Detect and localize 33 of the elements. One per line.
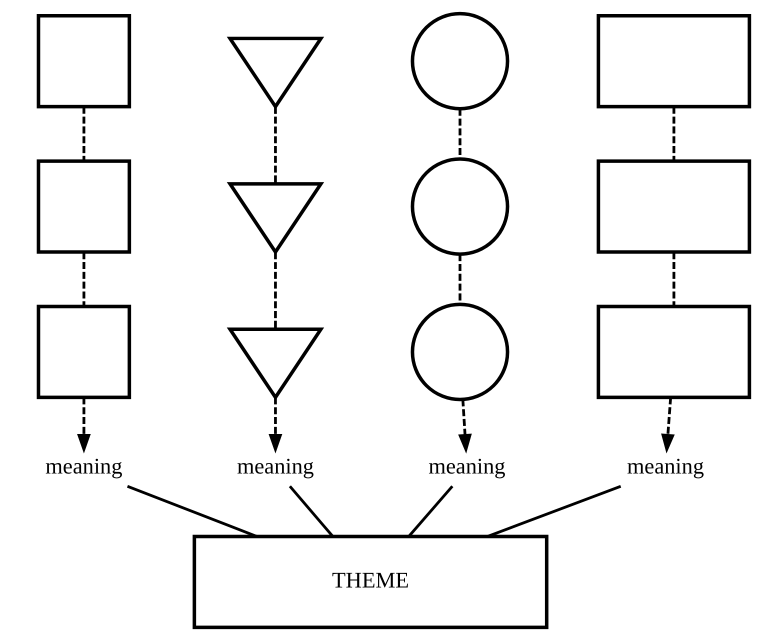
node-box bbox=[596, 159, 751, 254]
connector bbox=[672, 106, 675, 161]
node-circle bbox=[410, 157, 509, 256]
connector bbox=[408, 485, 453, 537]
node-box: THEME bbox=[192, 534, 548, 630]
connector bbox=[126, 484, 257, 538]
arrow bbox=[458, 399, 472, 454]
node-triangle bbox=[226, 36, 324, 110]
node-box bbox=[36, 304, 131, 400]
node-triangle bbox=[226, 182, 324, 256]
arrow bbox=[76, 397, 90, 454]
connector bbox=[486, 484, 621, 538]
node-box bbox=[596, 14, 751, 108]
connector bbox=[458, 108, 461, 159]
node-box bbox=[36, 159, 131, 254]
connector bbox=[274, 252, 276, 329]
node-box bbox=[596, 304, 751, 400]
node-circle bbox=[410, 12, 509, 110]
arrow bbox=[660, 397, 674, 454]
node-text: meaning bbox=[428, 453, 505, 478]
connector bbox=[82, 106, 85, 161]
node-triangle bbox=[226, 328, 324, 401]
connector bbox=[82, 252, 85, 306]
node-box bbox=[36, 14, 131, 108]
arrow bbox=[268, 397, 282, 454]
node-circle bbox=[410, 302, 509, 402]
connector bbox=[288, 485, 334, 537]
connector bbox=[458, 254, 461, 304]
node-text: meaning bbox=[44, 453, 122, 478]
node-text: meaning bbox=[626, 453, 704, 478]
connector bbox=[274, 106, 276, 184]
node-text: meaning bbox=[236, 453, 314, 478]
connector bbox=[672, 252, 675, 306]
